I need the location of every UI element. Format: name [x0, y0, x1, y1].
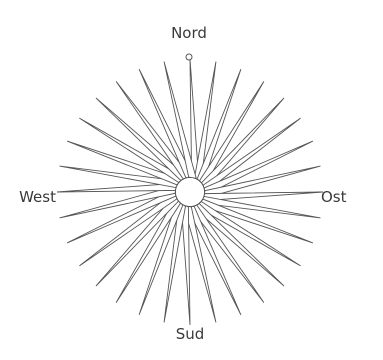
east-label: Ost: [321, 188, 347, 206]
south-label: Sud: [176, 325, 205, 343]
north-label: Nord: [171, 24, 207, 42]
west-label: West: [19, 188, 56, 206]
compass-rays: [57, 59, 323, 325]
compass-hub: [176, 178, 204, 206]
north-marker-circle: [186, 54, 192, 60]
